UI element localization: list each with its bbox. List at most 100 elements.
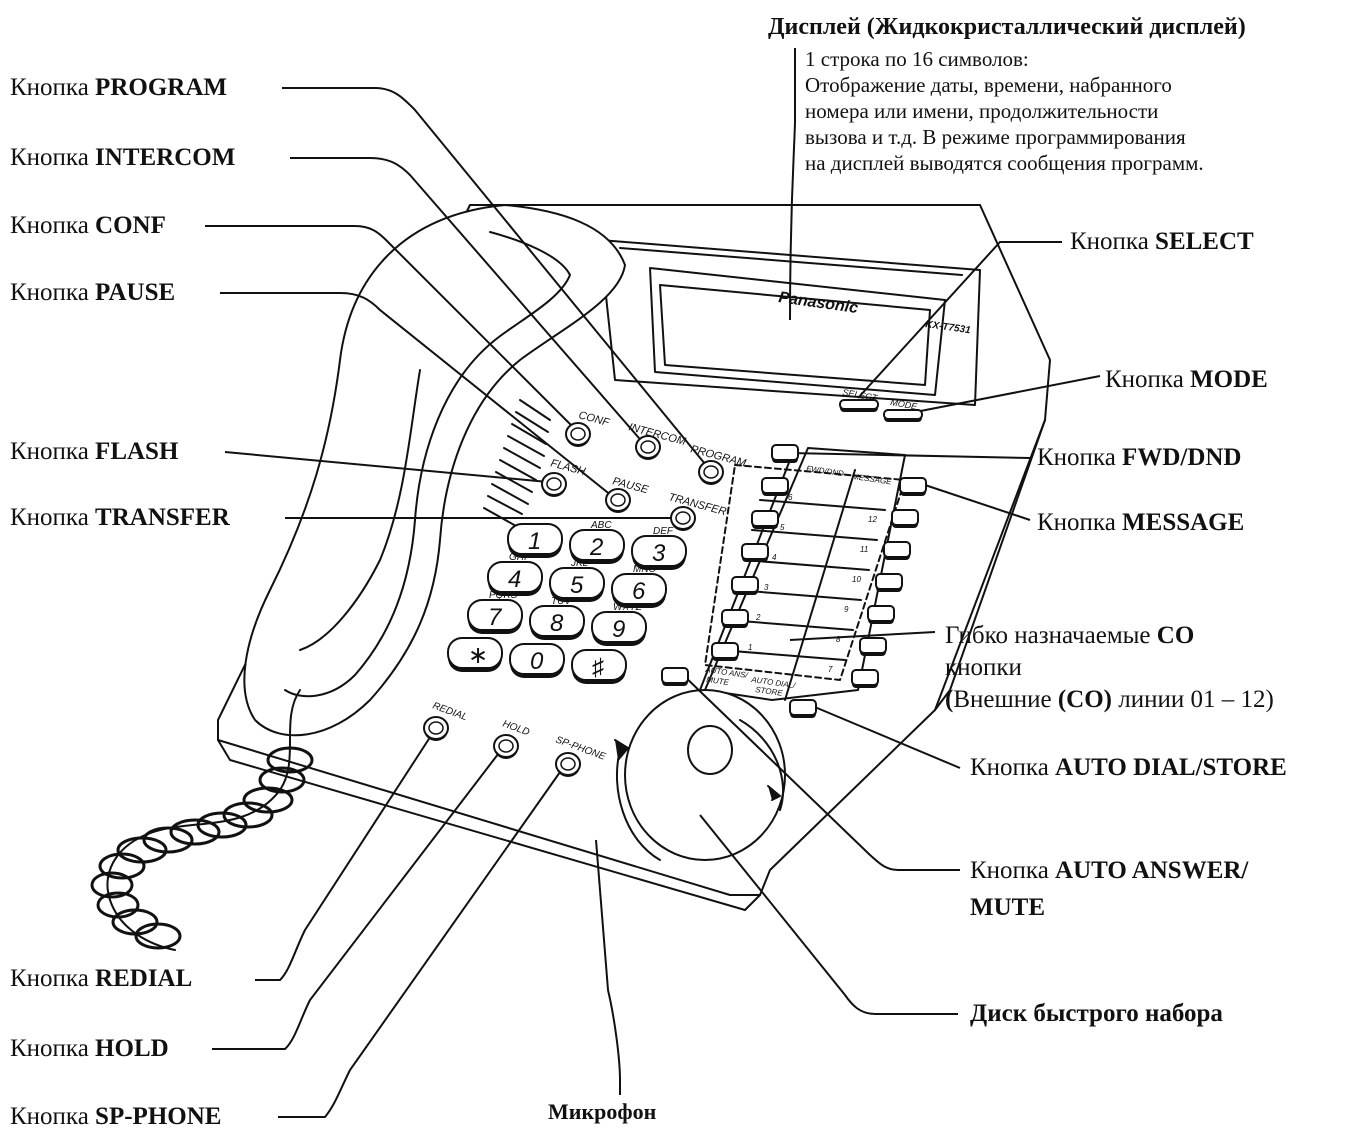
label-co-buttons: Гибко назначаемые CO кнопки (Внешние (CO… <box>945 622 1274 713</box>
redial-button[interactable] <box>423 716 449 740</box>
label-mode: Кнопка MODE <box>1105 366 1268 393</box>
co-left-num: 1 <box>748 643 752 652</box>
key-digit: 5 <box>570 572 584 599</box>
leader-flash <box>224 451 549 483</box>
intercom-button-inner <box>640 440 656 454</box>
co-right-num: 10 <box>852 575 861 584</box>
auto-answer-button[interactable] <box>661 667 689 684</box>
co-left-button[interactable] <box>741 543 769 560</box>
card-autodial-text: STORE <box>755 685 784 698</box>
display-line: Отображение даты, времени, набранного <box>805 73 1172 97</box>
co-right-button[interactable] <box>899 477 927 494</box>
co-right-button[interactable] <box>891 509 919 526</box>
card-fwd-text: FWD/DND <box>806 464 845 478</box>
sp-phone-button[interactable] <box>555 752 581 776</box>
transfer-button[interactable] <box>670 506 696 530</box>
key-letters: MNO <box>633 564 657 575</box>
key-digit: 9 <box>612 616 625 643</box>
leader-jog <box>699 814 958 1015</box>
co-right-num: 8 <box>836 635 841 644</box>
redial-button-inner <box>428 721 444 735</box>
co-left-button[interactable] <box>711 642 739 659</box>
co-left-button[interactable] <box>751 510 779 527</box>
conf-button[interactable] <box>565 422 591 446</box>
jog-dial <box>624 689 786 861</box>
co-left-num: 3 <box>764 583 769 592</box>
mode-button[interactable] <box>883 409 923 420</box>
label-transfer: Кнопка TRANSFER <box>10 504 230 531</box>
key-digit: 4 <box>508 566 521 593</box>
co-left-num: 4 <box>772 553 777 562</box>
key-digit: 0 <box>530 648 544 675</box>
leader-co <box>789 631 936 641</box>
key-6[interactable] <box>611 573 667 605</box>
co-right-num: 7 <box>828 665 833 674</box>
speaker-grille <box>483 399 551 527</box>
label-redial: Кнопка REDIAL <box>10 965 193 992</box>
key-1[interactable] <box>507 523 563 555</box>
intercom-button[interactable] <box>635 435 661 459</box>
hold-button[interactable] <box>493 734 519 758</box>
label-autoanswer-line2: MUTE <box>970 894 1045 921</box>
display-title: Дисплей (Жидкокристаллический дисплей) <box>768 14 1246 40</box>
leader-program <box>282 87 711 471</box>
label-pause: Кнопка PAUSE <box>10 279 176 306</box>
key-digit: 3 <box>652 540 666 567</box>
flash-button-inner <box>546 477 562 491</box>
key-0[interactable] <box>509 643 565 675</box>
key-5[interactable] <box>549 567 605 599</box>
co-right-num: 12 <box>868 515 877 524</box>
key-2[interactable] <box>569 529 625 561</box>
key-letters: WXYZ <box>613 602 643 613</box>
key-♯[interactable] <box>571 649 627 681</box>
co-right-button[interactable] <box>883 541 911 558</box>
key-8[interactable] <box>529 605 585 637</box>
phone-base-edge <box>217 739 761 911</box>
co-right-button[interactable] <box>875 573 903 590</box>
co-right-button[interactable] <box>867 605 895 622</box>
co-left-button[interactable] <box>731 576 759 593</box>
key-digit: ♯ <box>592 654 604 681</box>
select-button[interactable] <box>839 399 879 410</box>
key-7[interactable] <box>467 599 523 631</box>
program-button-inner <box>703 465 719 479</box>
key-3[interactable] <box>631 535 687 567</box>
label-intercom: Кнопка INTERCOM <box>10 144 236 171</box>
leader-mode <box>899 375 1101 416</box>
transfer-button-inner <box>675 511 691 525</box>
brand-logo: Panasonic <box>777 289 859 317</box>
label-conf: Кнопка CONF <box>10 212 166 239</box>
label-program: Кнопка PROGRAM <box>10 74 227 101</box>
leader-spphone <box>278 764 566 1118</box>
leader-autoans <box>679 671 960 871</box>
key-letters: TUV <box>551 596 572 607</box>
leader-redial <box>255 727 437 981</box>
co-left-button[interactable] <box>771 444 799 461</box>
label-microphone: Микрофон <box>548 1099 657 1124</box>
handset <box>243 204 626 737</box>
flash-button[interactable] <box>541 472 567 496</box>
label-select: Кнопка SELECT <box>1070 228 1254 255</box>
auto-dial-button[interactable] <box>789 699 817 716</box>
co-right-num: 11 <box>860 545 868 554</box>
label-hold: Кнопка HOLD <box>10 1035 169 1062</box>
co-right-button[interactable] <box>851 669 879 686</box>
hold-button-inner <box>498 739 514 753</box>
co-left-button[interactable] <box>761 477 789 494</box>
key-letters: JKL <box>570 558 588 569</box>
co-left-num: 2 <box>755 613 761 622</box>
co-left-button[interactable] <box>721 609 749 626</box>
co-right-button[interactable] <box>859 637 887 654</box>
program-button[interactable] <box>698 460 724 484</box>
label-autodial: Кнопка AUTO DIAL/STORE <box>970 754 1287 781</box>
lcd-screen <box>649 267 946 396</box>
pause-button[interactable] <box>605 488 631 512</box>
display-line: на дисплей выводятся сообщения программ. <box>805 151 1204 175</box>
key-∗[interactable] <box>447 637 503 669</box>
label-fwddnd: Кнопка FWD/DND <box>1037 444 1242 471</box>
key-4[interactable] <box>487 561 543 593</box>
key-digit: 6 <box>632 578 646 605</box>
key-9[interactable] <box>591 611 647 643</box>
